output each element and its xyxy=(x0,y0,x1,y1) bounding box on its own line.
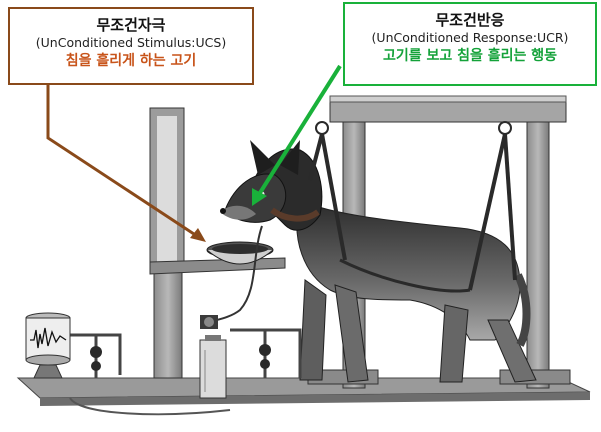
kymograph-drum-icon xyxy=(25,312,71,379)
ucs-callout: 무조건자극 (UnConditioned Stimulus:UCS) 침을 흘리… xyxy=(8,7,254,85)
ucs-title: 무조건자극 xyxy=(96,16,166,34)
valve-icon xyxy=(200,315,218,329)
base-platform xyxy=(16,377,591,406)
ucs-pointer-arrow xyxy=(46,85,206,242)
ucr-subtitle: (UnConditioned Response:UCR) xyxy=(371,29,569,45)
saliva-tube-icon xyxy=(209,225,263,323)
harness-straps xyxy=(308,121,517,293)
valve-markers xyxy=(90,344,271,371)
ucr-callout: 무조건반응 (UnConditioned Response:UCR) 고기를 보… xyxy=(343,2,597,86)
ucr-title: 무조건반응 xyxy=(435,11,505,29)
dog-in-harness-icon xyxy=(220,140,537,383)
collection-jar-icon xyxy=(199,335,227,399)
feeding-stand xyxy=(149,107,286,379)
ucr-pointer-arrow xyxy=(252,64,342,206)
base-wire xyxy=(69,397,231,416)
ucr-description: 고기를 보고 침을 흘리는 행동 xyxy=(382,48,558,65)
ucs-subtitle: (UnConditioned Stimulus:UCS) xyxy=(35,34,227,50)
ucs-description: 침을 흘리게 하는 고기 xyxy=(65,53,197,70)
